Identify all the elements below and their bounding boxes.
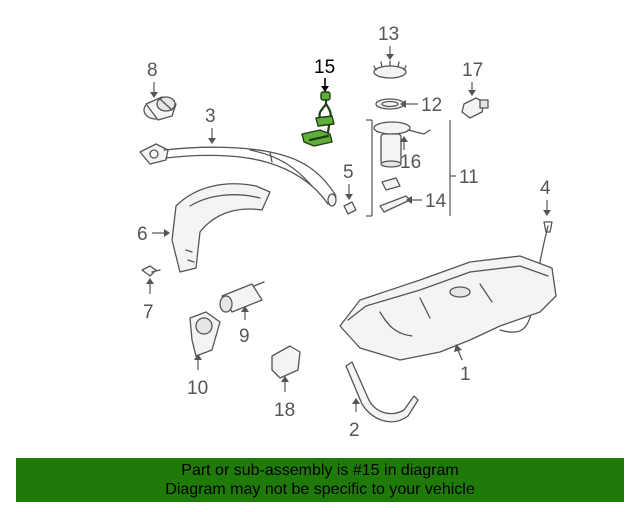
info-banner: Part or sub-assembly is #15 in diagram D… (16, 458, 624, 502)
part-12-seal[interactable] (375, 98, 405, 110)
callout-15[interactable]: 15 (314, 57, 335, 78)
part-1-fuel-tank[interactable] (339, 255, 557, 361)
part-14-strainer[interactable] (379, 177, 411, 213)
parts-diagram: 8 3 15 13 12 (137, 24, 557, 441)
part-7-bolt[interactable] (141, 265, 161, 277)
callout-9[interactable]: 9 (239, 326, 250, 347)
callout-7[interactable]: 7 (143, 302, 154, 323)
callout-10[interactable]: 10 (187, 378, 208, 399)
leader-1 (457, 349, 463, 361)
callout-17[interactable]: 17 (462, 60, 483, 81)
part-5-fitting[interactable] (343, 201, 357, 215)
part-15-fuel-level-sensor[interactable] (301, 91, 335, 147)
callout-11[interactable]: 11 (459, 167, 479, 188)
part-8-fuel-cap[interactable] (143, 96, 177, 121)
callout-3[interactable]: 3 (205, 106, 216, 127)
part-13-lock-ring[interactable] (373, 60, 407, 79)
callout-6[interactable]: 6 (137, 224, 148, 245)
callout-16[interactable]: 16 (400, 152, 421, 173)
part-18-clip[interactable] (271, 345, 301, 379)
callout-8[interactable]: 8 (147, 60, 158, 81)
callout-5[interactable]: 5 (343, 162, 354, 183)
callout-4[interactable]: 4 (540, 178, 551, 199)
part-2-tank-strap[interactable] (345, 361, 419, 423)
callout-12[interactable]: 12 (421, 95, 442, 116)
callout-18[interactable]: 18 (274, 400, 295, 421)
callout-13[interactable]: 13 (378, 24, 399, 45)
callout-2[interactable]: 2 (349, 420, 360, 441)
part-9-fuel-filter[interactable] (219, 281, 265, 313)
part-17-sensor[interactable] (461, 97, 489, 119)
banner-line-1: Part or sub-assembly is #15 in diagram (181, 462, 459, 479)
banner-line-2: Diagram may not be specific to your vehi… (165, 481, 475, 498)
callout-14[interactable]: 14 (425, 191, 447, 212)
part-10-bracket[interactable] (189, 311, 221, 357)
part-16-fuel-pump[interactable] (373, 121, 431, 168)
part-3-filler-pipe[interactable] (139, 143, 337, 207)
callout-1[interactable]: 1 (460, 364, 471, 385)
part-6-heat-shield[interactable] (171, 183, 271, 273)
